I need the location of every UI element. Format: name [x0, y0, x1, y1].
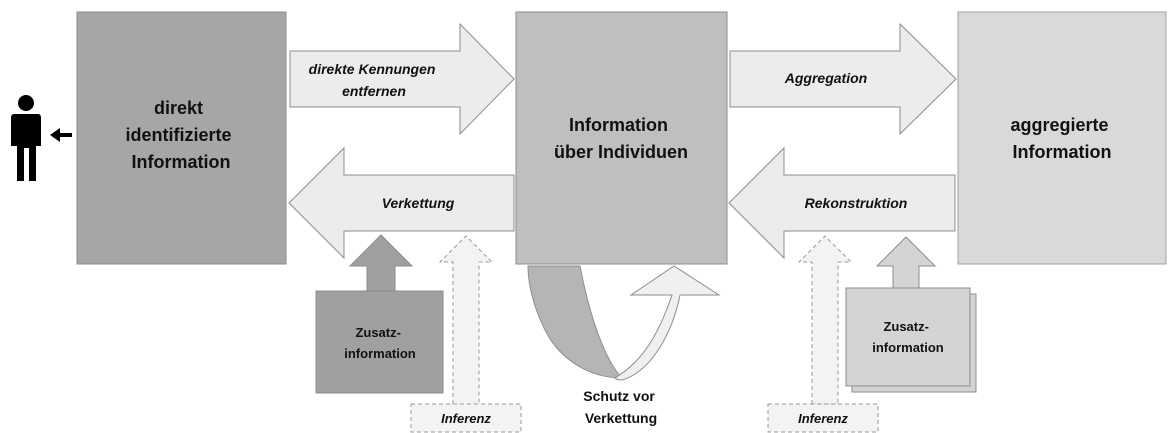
remove-identifiers-label: direkte Kennungen entfernen — [309, 61, 440, 99]
direct-identified-label: direkt identifizierte Information — [125, 98, 236, 172]
individuals-box — [515, 11, 728, 265]
linkage-arrow — [288, 146, 515, 260]
left-arrow-icon — [50, 128, 72, 142]
inference-right-box — [767, 403, 879, 433]
direct-identified-box — [76, 11, 287, 265]
aggregated-label: aggregierte Information — [1010, 115, 1113, 162]
individuals-label: Information über Individuen — [554, 115, 688, 162]
extra-info-left-label: Zusatz- information — [344, 325, 416, 361]
inference-right-arrow — [797, 235, 853, 405]
extra-info-right-arrow — [875, 236, 937, 289]
reconstruction-arrow — [728, 146, 956, 260]
inference-left-box — [410, 403, 522, 433]
inference-right-label: Inferenz — [798, 411, 848, 426]
aggregation-arrow — [729, 22, 957, 136]
inference-left-label: Inferenz — [441, 411, 491, 426]
linkage-label: Verkettung — [382, 195, 455, 211]
reconstruction-label: Rekonstruktion — [805, 195, 908, 211]
inference-left-arrow — [438, 235, 494, 405]
person-icon — [11, 95, 41, 181]
extra-info-left-box — [315, 290, 444, 394]
extra-info-left-arrow — [348, 234, 414, 292]
protection-label: Schutz vor Verkettung — [583, 388, 658, 426]
remove-identifiers-arrow — [289, 22, 515, 136]
extra-info-right-label: Zusatz- information — [872, 319, 944, 355]
protection-uturn-arrow — [527, 265, 721, 381]
extra-info-right-box — [845, 287, 971, 387]
aggregated-box — [957, 11, 1167, 265]
aggregation-label: Aggregation — [784, 70, 867, 86]
